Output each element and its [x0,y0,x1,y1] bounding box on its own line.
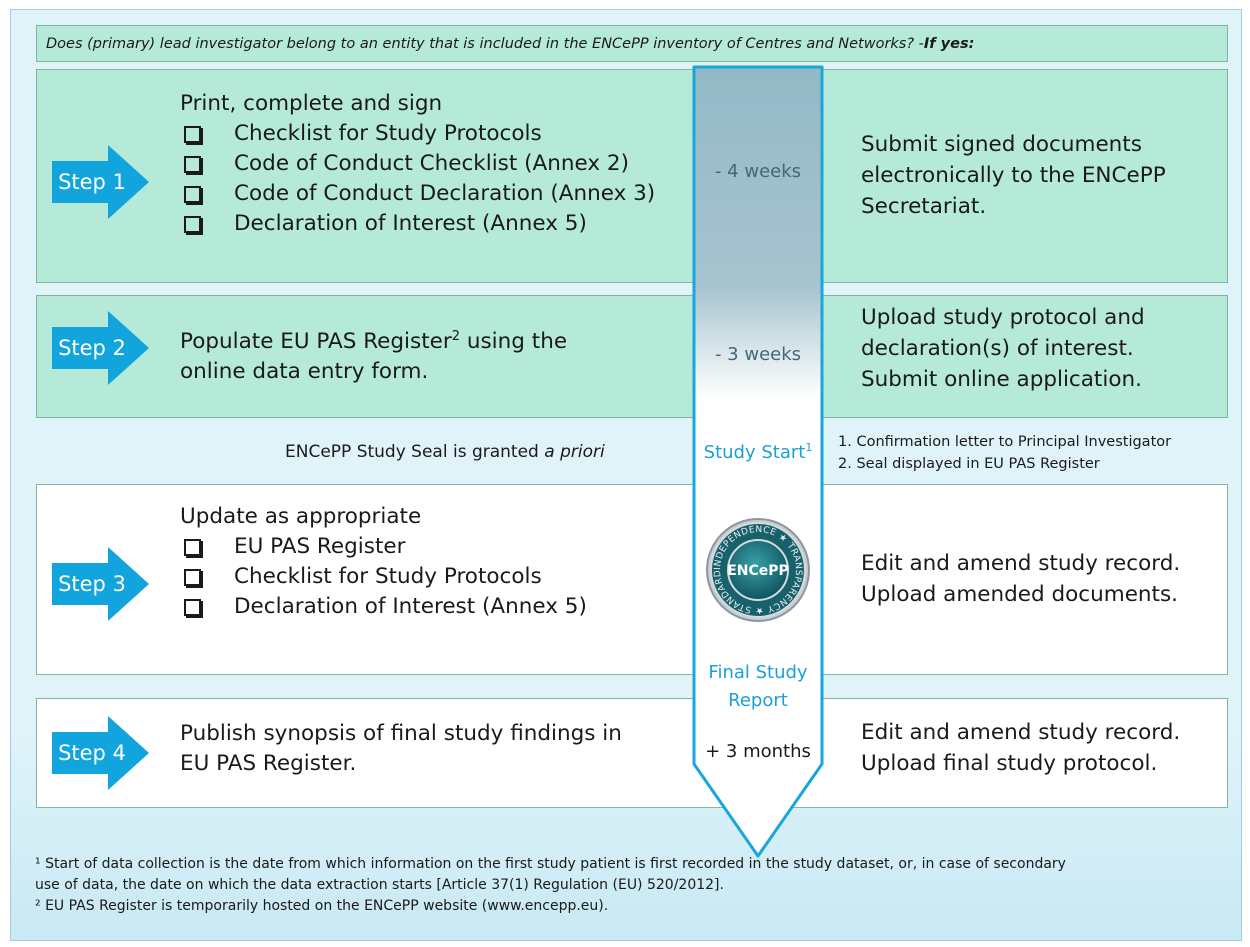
final-report-label: Final Study Report [694,659,822,715]
step-1-tasks: Print, complete and sign Checklist for S… [180,89,655,239]
footnote-2: ² EU PAS Register is temporarily hosted … [35,898,609,914]
step-4-arrow: Step 4 [52,716,149,790]
step-4-box [36,698,1228,808]
action-line: Edit and amend study record. [861,551,1181,576]
step-4-intro: Publish synopsis of final study findings… [180,721,622,746]
checklist-item-label: Code of Conduct Declaration (Annex 3) [234,181,656,206]
checkbox-icon [184,598,201,616]
step-1-label: Step 1 [58,170,126,194]
checklist-item-label: Code of Conduct Checklist (Annex 2) [234,151,629,176]
footnote-ref: 1 [805,441,813,454]
action-line: Edit and amend study record. [861,720,1181,745]
checklist-item-label: Checklist for Study Protocols [234,564,542,589]
study-start-label: Study Start1 [694,441,822,463]
step-3-intro: Update as appropriate [180,504,422,529]
step-1-arrow: Step 1 [52,145,149,219]
eligibility-question-text: Does (primary) lead investigator belong … [46,35,924,52]
step-2-intro-cont: using the [460,329,568,355]
checklist-item-label: EU PAS Register [234,534,406,559]
seal-text-italic: a priori [544,442,605,462]
step-2-timing: - 3 weeks [714,344,802,365]
outcome-item: 1. Confirmation letter to Principal Inve… [838,434,1172,450]
final-report-line: Final Study [708,662,808,683]
step-3-action: Edit and amend study record. Upload amen… [861,548,1180,610]
action-line: declaration(s) of interest. [861,336,1134,361]
action-line: Upload study protocol and [861,305,1145,330]
step-4-intro-line2: EU PAS Register. [180,751,357,776]
checkbox-icon [184,185,201,203]
footnote-ref: 2 [451,329,461,344]
step-1-timing: - 4 weeks [714,161,802,182]
checklist-item-label: Declaration of Interest (Annex 5) [234,211,587,236]
checklist-item: Checklist for Study Protocols [180,119,655,149]
action-line: Upload final study protocol. [861,751,1158,776]
seal-granted-text: ENCePP Study Seal is granted a priori [285,442,605,462]
step-3-tasks: Update as appropriate EU PAS Register Ch… [180,502,587,622]
step-3-arrow: Step 3 [52,547,149,621]
final-report-line: Report [728,690,788,711]
checklist-item: Code of Conduct Checklist (Annex 2) [180,149,655,179]
checkbox-icon [184,125,201,143]
footnote-1: ¹ Start of data collection is the date f… [35,856,1066,872]
step-1-intro: Print, complete and sign [180,91,443,116]
checklist-item-label: Declaration of Interest (Annex 5) [234,594,587,619]
timeline-arrow [692,65,824,858]
footnote-1-cont: use of data, the date on which the data … [35,877,724,893]
step-4-timing: + 3 months [705,741,811,762]
checklist-item: Declaration of Interest (Annex 5) [180,209,655,239]
step-4-label: Step 4 [58,741,126,765]
step-2-box [36,295,1228,418]
action-line: Submit signed documents [861,132,1142,157]
step-3-box [36,484,1228,675]
study-start-text: Study Start [703,442,806,463]
step-2-action: Upload study protocol and declaration(s)… [861,302,1145,395]
checklist-item: EU PAS Register [180,532,587,562]
step-4-tasks: Publish synopsis of final study findings… [180,719,622,779]
seal-outcomes: 1. Confirmation letter to Principal Inve… [838,431,1171,475]
action-line: electronically to the ENCePP [861,163,1166,188]
step-2-arrow: Step 2 [52,311,149,385]
outcome-item: 2. Seal displayed in EU PAS Register [838,456,1100,472]
step-2-intro: Populate EU PAS Register [180,329,452,355]
checklist-item-label: Checklist for Study Protocols [234,121,542,146]
step-1-action: Submit signed documents electronically t… [861,129,1166,222]
step-4-action: Edit and amend study record. Upload fina… [861,717,1180,779]
step-2-tasks: Populate EU PAS Register2 using the onli… [180,322,567,387]
checkbox-icon [184,568,201,586]
checklist-item: Checklist for Study Protocols [180,562,587,592]
action-line: Upload amended documents. [861,582,1179,607]
step-3-label: Step 3 [58,572,126,596]
eligibility-answer: If yes: [923,35,975,52]
action-line: Submit online application. [861,367,1142,392]
checklist-item: Declaration of Interest (Annex 5) [180,592,587,622]
checklist-item: Code of Conduct Declaration (Annex 3) [180,179,655,209]
checkbox-icon [184,538,201,556]
action-line: Secretariat. [861,194,987,219]
eligibility-question: Does (primary) lead investigator belong … [36,25,1228,62]
checkbox-icon [184,215,201,233]
step-1-box [36,69,1228,283]
checkbox-icon [184,155,201,173]
seal-text: ENCePP Study Seal is granted [285,442,545,462]
step-2-label: Step 2 [58,336,126,360]
seal-logo-text: ENCePP [727,563,789,579]
step-2-intro-line2: online data entry form. [180,359,429,385]
encepp-seal-logo: INDEPENDENCE ★ TRANSPARENCY ★ STANDARDS … [705,517,810,622]
